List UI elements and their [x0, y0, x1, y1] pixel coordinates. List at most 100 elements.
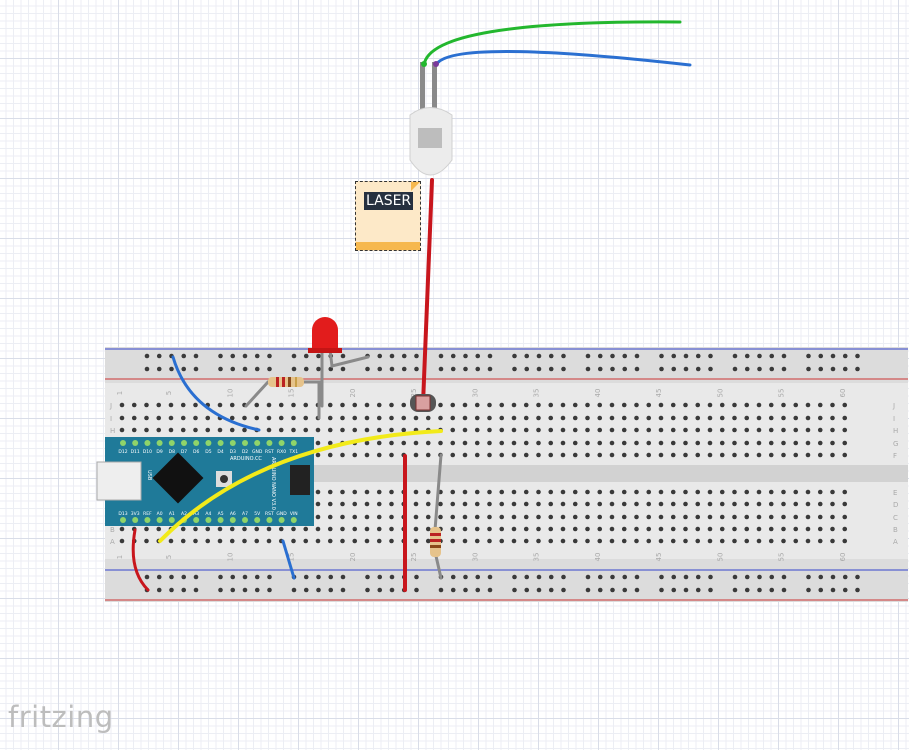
breadboard-hole[interactable] [389, 440, 394, 446]
rail-hole[interactable] [377, 587, 383, 593]
breadboard-hole[interactable] [254, 402, 260, 408]
breadboard-hole[interactable] [830, 440, 835, 446]
arduino-pin[interactable] [266, 517, 273, 523]
breadboard-hole[interactable] [646, 427, 652, 433]
breadboard-hole[interactable] [585, 402, 590, 408]
breadboard-hole[interactable] [817, 452, 823, 458]
breadboard-hole[interactable] [376, 489, 382, 495]
breadboard-hole[interactable] [499, 452, 505, 458]
rail-hole[interactable] [585, 587, 591, 593]
breadboard-hole[interactable] [511, 440, 517, 446]
breadboard-hole[interactable] [597, 538, 603, 544]
breadboard-hole[interactable] [793, 402, 799, 408]
rail-hole[interactable] [842, 353, 848, 359]
rail-hole[interactable] [463, 353, 468, 359]
breadboard-hole[interactable] [842, 489, 848, 495]
rail-hole[interactable] [340, 366, 346, 372]
breadboard-hole[interactable] [781, 415, 786, 421]
breadboard-hole[interactable] [756, 427, 762, 433]
breadboard-hole[interactable] [474, 415, 480, 421]
breadboard-hole[interactable] [193, 402, 198, 408]
breadboard-hole[interactable] [842, 514, 848, 520]
rail-hole[interactable] [340, 587, 346, 593]
rail-hole[interactable] [634, 353, 640, 359]
breadboard-hole[interactable] [842, 501, 848, 507]
breadboard-hole[interactable] [413, 538, 419, 544]
breadboard-hole[interactable] [670, 452, 676, 458]
breadboard-hole[interactable] [707, 489, 713, 495]
breadboard-hole[interactable] [768, 402, 774, 408]
breadboard-hole[interactable] [487, 489, 492, 495]
breadboard-hole[interactable] [817, 526, 823, 532]
breadboard-hole[interactable] [389, 489, 394, 495]
rail-hole[interactable] [524, 574, 530, 580]
breadboard-hole[interactable] [768, 489, 774, 495]
rail-hole[interactable] [389, 366, 395, 372]
breadboard-hole[interactable] [364, 427, 370, 433]
breadboard-hole[interactable] [719, 415, 725, 421]
wire-blue-top[interactable] [171, 355, 261, 432]
rail-hole[interactable] [818, 353, 824, 359]
arduino-pin[interactable] [193, 517, 200, 523]
breadboard-hole[interactable] [327, 440, 333, 446]
rail-hole[interactable] [463, 574, 468, 580]
arduino-pin[interactable] [132, 517, 139, 523]
rail-hole[interactable] [414, 574, 419, 580]
breadboard-hole[interactable] [156, 415, 162, 421]
breadboard-hole[interactable] [291, 526, 296, 532]
rail-hole[interactable] [830, 574, 836, 580]
breadboard-hole[interactable] [634, 514, 639, 520]
wire-blue-bottom[interactable] [281, 539, 296, 580]
rail-hole[interactable] [389, 587, 395, 593]
breadboard-hole[interactable] [352, 501, 358, 507]
breadboard-hole[interactable] [352, 489, 358, 495]
rail-hole[interactable] [757, 587, 762, 593]
breadboard-hole[interactable] [597, 526, 603, 532]
rail-hole[interactable] [524, 353, 530, 359]
breadboard-hole[interactable] [756, 489, 762, 495]
breadboard-hole[interactable] [168, 427, 174, 433]
breadboard-hole[interactable] [389, 415, 394, 421]
breadboard-hole[interactable] [768, 440, 774, 446]
breadboard-hole[interactable] [756, 526, 762, 532]
breadboard-hole[interactable] [474, 452, 480, 458]
breadboard-hole[interactable] [462, 452, 468, 458]
breadboard-hole[interactable] [364, 526, 370, 532]
breadboard-hole[interactable] [817, 427, 823, 433]
rail-hole[interactable] [732, 366, 738, 372]
breadboard-hole[interactable] [621, 526, 627, 532]
wire-blue-laser[interactable] [434, 50, 692, 67]
rail-hole[interactable] [389, 353, 395, 359]
breadboard-hole[interactable] [842, 402, 848, 408]
rail-hole[interactable] [193, 574, 199, 580]
breadboard-hole[interactable] [327, 514, 333, 520]
rail-hole[interactable] [438, 587, 444, 593]
breadboard-hole[interactable] [658, 514, 664, 520]
breadboard-hole[interactable] [707, 415, 713, 421]
arduino-pin[interactable] [254, 517, 261, 523]
arduino-pin[interactable] [217, 517, 224, 523]
rail-hole[interactable] [169, 587, 174, 593]
breadboard-hole[interactable] [229, 427, 235, 433]
breadboard-hole[interactable] [719, 526, 725, 532]
breadboard-hole[interactable] [572, 501, 578, 507]
arduino-pin[interactable] [181, 440, 187, 446]
rail-hole[interactable] [732, 587, 738, 593]
breadboard-hole[interactable] [425, 538, 431, 544]
arduino-pin[interactable] [168, 517, 175, 523]
breadboard-hole[interactable] [266, 526, 272, 532]
breadboard-hole[interactable] [278, 402, 284, 408]
rail-hole[interactable] [156, 587, 162, 593]
breadboard-hole[interactable] [499, 514, 505, 520]
breadboard-hole[interactable] [597, 415, 603, 421]
breadboard-hole[interactable] [609, 415, 615, 421]
breadboard-hole[interactable] [756, 452, 762, 458]
arduino-pin[interactable] [242, 440, 248, 446]
breadboard-hole[interactable] [830, 452, 835, 458]
rail-hole[interactable] [561, 587, 566, 593]
breadboard-hole[interactable] [744, 452, 750, 458]
breadboard-hole[interactable] [536, 526, 541, 532]
breadboard-hole[interactable] [487, 452, 492, 458]
rail-hole[interactable] [254, 574, 260, 580]
breadboard-hole[interactable] [487, 440, 492, 446]
